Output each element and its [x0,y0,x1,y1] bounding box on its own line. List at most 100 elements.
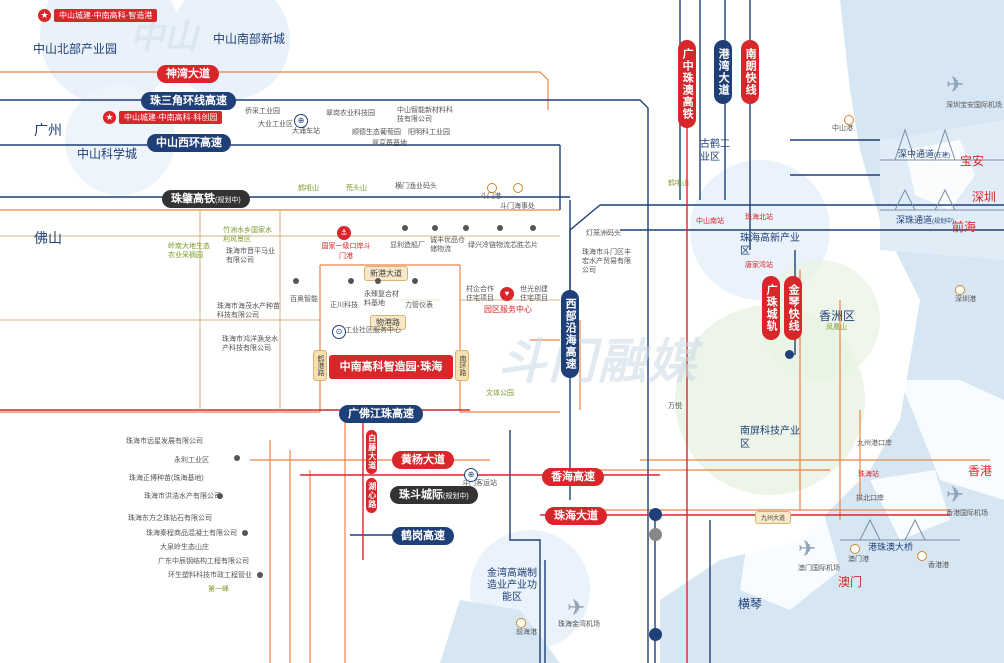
place-label: 深圳港 [955,296,976,303]
place-label: 香港国际机场 [946,510,988,517]
place-label: 大泉岭生态山庄 [160,544,209,551]
region-jinwan: 金湾高端制造业产业功能区 [487,568,537,603]
region-hongkong: 香港 [968,464,993,478]
port-pin-icon [955,285,965,295]
bus-icon: ⊕ [464,468,478,482]
road-heshan: 鹤港路 [313,350,327,381]
place-label: 环生塑料科技市政工程管业 [168,572,252,579]
place-label: 斗门海事处 [500,203,535,210]
bridge-gangzhuao: 港珠澳大桥 [868,542,914,552]
location-dot [402,225,408,231]
hw-gangwan: 港湾大道 [714,40,733,104]
hw-baidou: 白藤大道 [366,430,377,474]
plane-icon: ✈ [567,595,586,620]
place-label: 绿兴冷链物流 [468,242,510,249]
ship-icon: ⚓ [337,226,351,240]
star-icon: ★ [103,111,116,124]
region-macau: 澳门 [838,575,863,589]
place-label: 翠亨蚕基地 [372,140,407,147]
road-nanhuan: 南环路 [455,350,469,381]
hw-xianghai: 香海高速 [542,468,604,487]
place-label: 顺德生态葡萄园 [352,129,401,136]
hw-hegang: 鹤岗高速 [392,527,454,546]
plane-icon: ✈ [946,482,965,507]
region-qianhai: 前海 [952,220,977,234]
hw-jinqin: 金琴快线 [784,276,803,340]
hw-zsj: 珠三角环线高速 [141,92,236,111]
port-pin-icon [844,115,854,125]
port-pin-icon [516,618,526,628]
interchange-dot [649,628,662,641]
location-dot [497,225,503,231]
place-label: 中山港 [832,125,853,132]
hw-zhuzhao: 珠肇高铁(规划中) [162,190,250,209]
place-label: 大业工业区 [258,121,293,128]
hw-zsxh: 中山西环高速 [147,134,231,153]
region-nanping: 南屏科技产业区 [740,426,800,450]
place-label: 广东中辰钢结构工程有限公司 [158,558,249,565]
place-label: 凤凰山 [826,324,847,331]
location-dot [242,530,248,536]
plane-icon: ✈ [946,72,965,97]
place-label: 鹤咀山 [298,185,319,192]
interchange-dot [649,508,662,521]
place-label: 珠海市鸿洋漁龙水产科技有限公司 [222,336,278,352]
region-zhongshan-north: 中山北部产业园 [33,42,118,56]
place-label: 珠海市洪浩水产有限公司 [144,493,221,500]
location-dot [293,278,299,284]
place-label: 深圳宝安国际机场 [946,102,1002,109]
place-label: 珠海市晋平马业有限公司 [226,248,275,264]
badge-mid: ★中山城建·中南高科·科创园 [103,111,223,124]
location-dot [348,278,354,284]
place-label: 拱北口岸 [856,495,884,502]
hw-gzza: 广中珠澳高铁 [678,40,697,128]
location-dot [530,225,536,231]
location-dot [217,493,223,499]
place-label: 珠海站 [858,471,879,478]
place-label: 灯笼洲码头 [586,230,621,237]
region-baoan: 宝安 [960,154,985,168]
place-label: 工业社区服务中心 [345,327,401,334]
place-label: 澳门国际机场 [798,565,840,572]
port-pin-icon [513,183,523,193]
place-label: 竹洲水乡国家水利风景区 [223,227,272,243]
place-label: 阳明科工业园 [408,129,450,136]
place-label: 珠海市海茂水产种苗科技有限公司 [217,303,280,319]
road-jiuzhou: 九州大道 [755,511,792,524]
bus-icon: ⊕ [294,114,308,128]
place-label: 珠海市远星发展有限公司 [126,438,203,445]
place-label: 中山南站 [696,218,724,225]
place-label: 诚丰优品仓储物流 [430,237,465,253]
place-label: 翠岗农业科技园 [326,110,375,117]
place-label: 芯胜芯片 [510,242,538,249]
place-label: 大涌车站 [292,128,320,135]
region-hengqin: 横琴 [738,597,763,611]
place-label: 中山智能新材料科技有限公司 [397,107,453,123]
place-label: 斗门客运站 [462,480,497,487]
badge-top: ★中山城建·中南高科·智造港 [38,9,158,22]
location-dot [257,572,263,578]
place-label: 世光创建住宅项目 [520,286,548,302]
place-label: 永利工业区 [174,457,209,464]
place-label: 显利造船厂 [390,242,425,249]
location-dot [234,455,240,461]
port-pin-icon [917,551,927,561]
place-label: 第一峰 [208,586,229,593]
tunnel-shenzhu: 深珠通道(规划中) [896,215,955,226]
region-shenzhen: 深圳 [972,190,997,204]
hw-huangyang: 黄杨大道 [392,451,454,470]
place-label: 珠海北站 [745,214,773,221]
place-label: 岭南大地生态农业采摘园 [168,243,210,259]
region-gaoxin: 珠海高新产业区 [740,233,800,257]
port-pin-icon [850,544,860,554]
hw-guangzhu: 广珠城轨 [762,276,781,340]
place-label: 百奥智能 [290,296,318,303]
place-label: 村企合作住宅项目 [466,286,494,302]
place-label: 珠海金湾机场 [558,621,600,628]
place-label: 斗门港 [480,193,501,200]
road-xingang: 新港大道 [364,266,408,281]
place-label: 鹤咀山 [668,180,689,187]
core-park-badge: 中南高科智造园·珠海 [329,355,453,379]
road-wugang: 物港路 [370,315,406,330]
star-icon: ★ [38,9,51,22]
